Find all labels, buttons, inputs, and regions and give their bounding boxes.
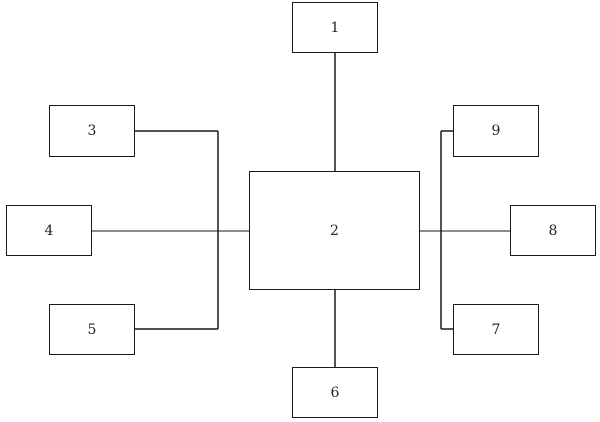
box-5-label: 5 (87, 321, 97, 338)
box-3: 3 (49, 105, 135, 157)
box-2: 2 (249, 171, 420, 290)
box-4-label: 4 (44, 222, 54, 239)
box-1: 1 (292, 2, 378, 53)
box-4: 4 (6, 205, 92, 256)
box-1-label: 1 (330, 19, 340, 36)
box-7: 7 (453, 304, 539, 355)
box-6-label: 6 (330, 384, 340, 401)
box-5: 5 (49, 304, 135, 355)
box-3-label: 3 (87, 123, 97, 139)
box-9-label: 9 (491, 123, 501, 139)
box-9: 9 (453, 105, 539, 157)
box-6: 6 (292, 367, 378, 418)
box-7-label: 7 (491, 321, 501, 338)
box-8: 8 (510, 205, 596, 256)
box-8-label: 8 (548, 222, 558, 239)
box-2-label: 2 (330, 222, 339, 239)
